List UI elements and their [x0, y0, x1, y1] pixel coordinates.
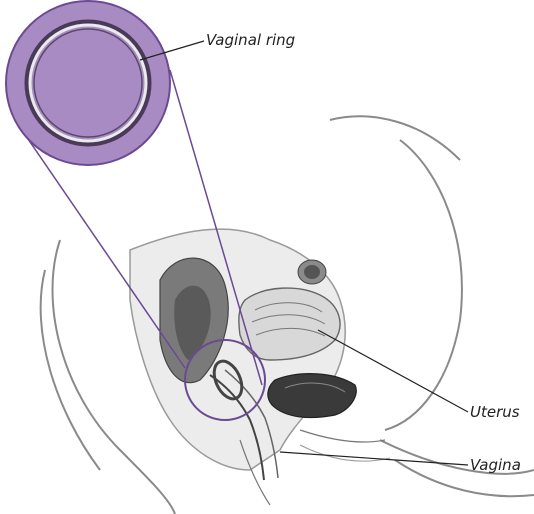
- magnifier-inset: [6, 1, 170, 165]
- label-vagina: Vagina: [470, 458, 521, 473]
- label-uterus: Uterus: [470, 405, 520, 420]
- label-vaginal-ring: Vaginal ring: [206, 33, 295, 48]
- pelvic-tissue: [130, 229, 390, 505]
